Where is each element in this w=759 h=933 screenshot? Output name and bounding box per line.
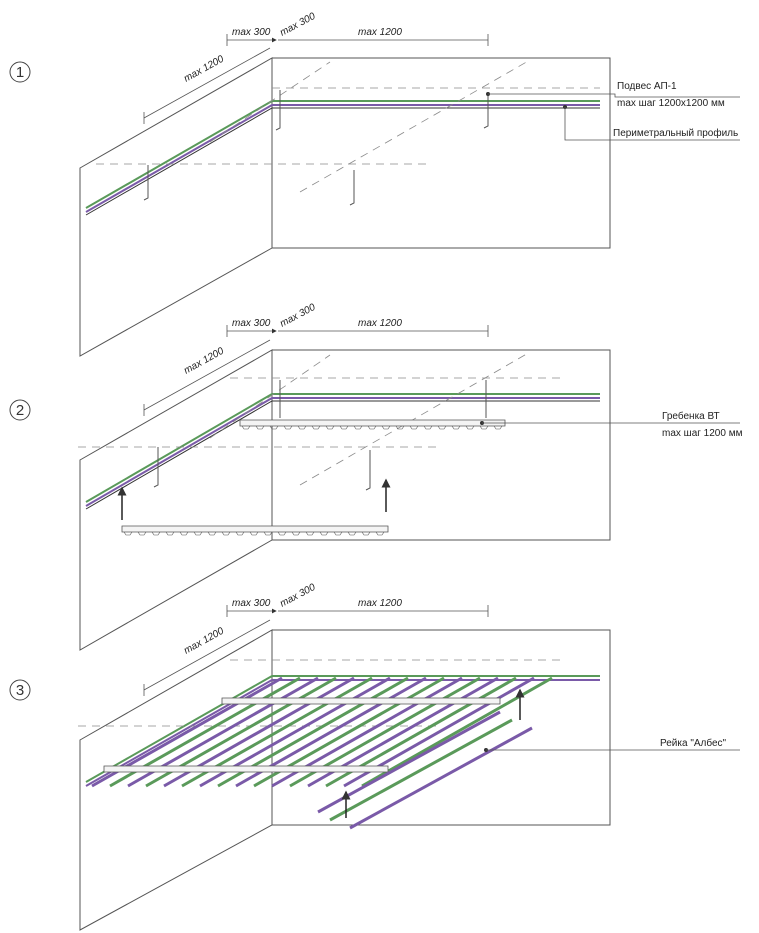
step-number-badge (9, 61, 31, 83)
step-number: 3 (16, 682, 24, 699)
step-3: 3 (9, 582, 740, 931)
step-number: 1 (16, 64, 24, 81)
guide-lines (96, 59, 600, 193)
callout-hanger-title: Подвес АП-1 (617, 81, 677, 92)
dim-max-300-left: max 300 (232, 27, 271, 38)
callout-comb-spec: max шаг 1200 мм (662, 428, 743, 439)
perimeter-profile (85, 675, 600, 787)
comb-bar-lower (121, 525, 389, 536)
back-wall (272, 349, 611, 541)
callout-comb-title: Гребенка ВТ (662, 410, 720, 422)
dim-max-300-right: max 300 (278, 302, 317, 330)
left-wall (79, 57, 273, 357)
comb-bar-lower (103, 765, 389, 773)
dim-max-1200-diagonal: max 1200 (182, 625, 226, 656)
callout-perimeter-profile: Периметральный профиль (613, 127, 738, 139)
step-number: 2 (16, 402, 24, 419)
hanger-ap1 (153, 380, 487, 491)
step-1: 1 (9, 11, 740, 357)
comb-bar-upper (221, 697, 501, 705)
step-number-badge (9, 679, 31, 701)
comb-bar-upper (239, 419, 506, 430)
install-up-arrow (117, 478, 391, 520)
callout-hanger-spec: max шаг 1200x1200 мм (617, 98, 725, 109)
dim-max-1200-top: max 1200 (358, 27, 402, 38)
hanger-ap1 (143, 90, 489, 206)
step-number-badge (9, 399, 31, 421)
dim-max-1200-top: max 1200 (358, 318, 402, 329)
back-wall (272, 629, 611, 826)
dim-max-1200-top: max 1200 (358, 598, 402, 609)
step-2: 2 (9, 302, 743, 651)
dimension-lines (143, 605, 489, 696)
dim-max-300-left: max 300 (232, 598, 271, 609)
dim-max-300-right: max 300 (278, 582, 317, 610)
dim-max-1200-diagonal: max 1200 (182, 53, 226, 84)
perimeter-profile (85, 393, 600, 510)
callout-slat: Рейка "Албес" (660, 737, 727, 749)
dim-max-300-right: max 300 (278, 11, 317, 39)
install-up-arrow (341, 688, 525, 818)
guide-lines (78, 351, 560, 486)
dimension-lines (143, 34, 489, 124)
dimension-lines (143, 325, 489, 416)
dim-max-1200-diagonal: max 1200 (182, 345, 226, 376)
callout-leaders (488, 93, 740, 141)
perimeter-profile (85, 100, 600, 216)
back-wall (272, 57, 611, 249)
dim-max-300-left: max 300 (232, 318, 271, 329)
